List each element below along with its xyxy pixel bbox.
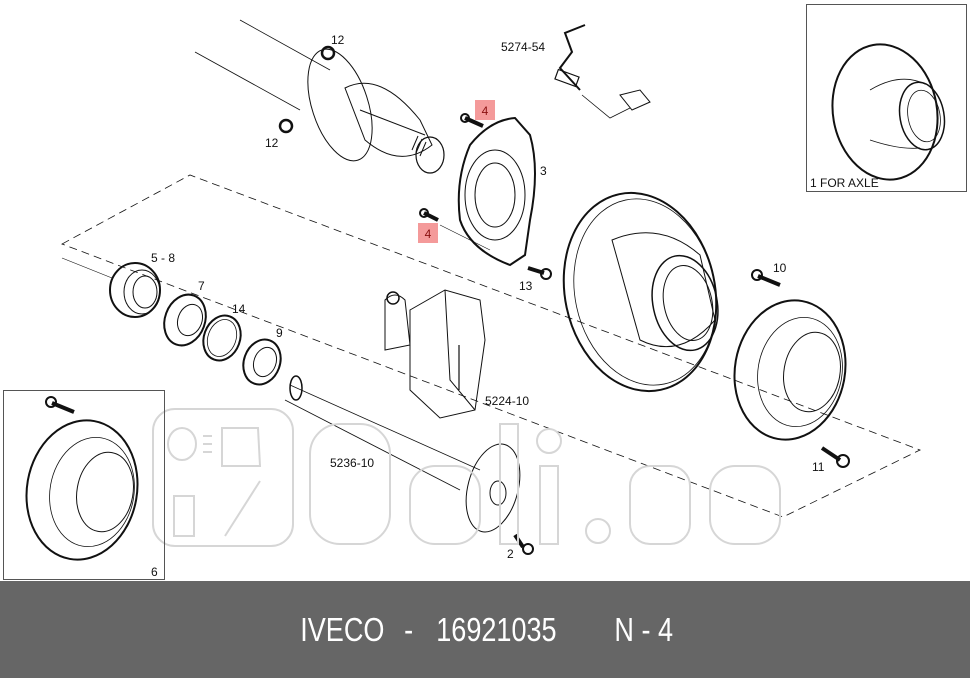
callout-5224-10: 5224-10 xyxy=(485,394,530,408)
part-info-footer: IVECO - 16921035 N - 4 xyxy=(0,581,970,678)
part-number: 16921035 xyxy=(436,610,557,648)
callout-5236-10: 5236-10 xyxy=(330,456,375,470)
callout-10: 10 xyxy=(773,261,787,275)
highlighted-callout-4-top[interactable]: 4 xyxy=(475,100,495,120)
parts-diagram: 1 FOR AXLE 6 12 12 5274-54 3 5 - 8 7 14 … xyxy=(3,4,967,580)
callout-9: 9 xyxy=(276,326,283,340)
inset-hub-label: 6 xyxy=(151,565,158,579)
inset-axle-frame xyxy=(806,4,967,192)
inset-hub-frame xyxy=(3,390,165,580)
callout-11: 11 xyxy=(812,460,825,474)
highlighted-callout-4-bottom[interactable]: 4 xyxy=(418,223,438,243)
callout-13: 13 xyxy=(519,279,533,293)
position-label: N - 4 xyxy=(614,610,673,648)
callout-12-top: 12 xyxy=(331,33,345,47)
separator-dash: - xyxy=(403,610,413,648)
callout-2: 2 xyxy=(507,547,514,561)
callout-7: 7 xyxy=(198,279,205,293)
callout-14: 14 xyxy=(232,302,246,316)
diagram-line-art xyxy=(25,19,946,561)
watermark-logo xyxy=(152,408,781,547)
brand-name: IVECO xyxy=(300,610,385,648)
callout-5274-54: 5274-54 xyxy=(501,40,546,54)
callout-5-8: 5 - 8 xyxy=(151,251,176,265)
separator: - xyxy=(396,611,420,649)
inset-axle-label: 1 FOR AXLE xyxy=(810,176,879,190)
callout-12-bottom: 12 xyxy=(265,136,279,150)
callout-3: 3 xyxy=(540,164,547,178)
